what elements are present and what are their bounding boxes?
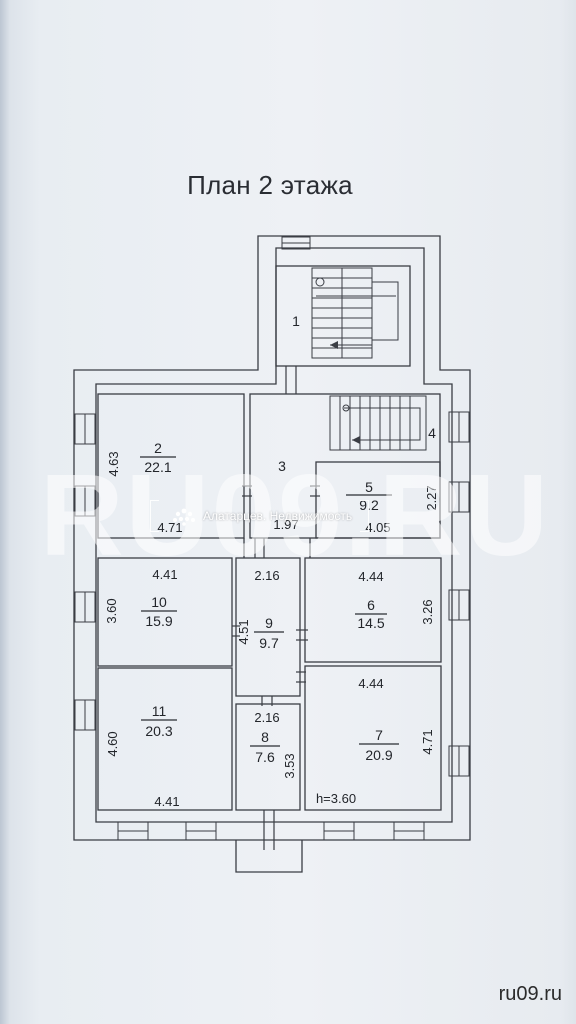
room-7-outline bbox=[304, 665, 442, 811]
dim-room2-width: 4.71 bbox=[157, 520, 182, 535]
dim-room6-width: 4.44 bbox=[358, 569, 383, 584]
room-3-number: 3 bbox=[278, 458, 286, 474]
dim-room8-height: 3.53 bbox=[282, 753, 297, 778]
room-7-number: 7 bbox=[375, 727, 383, 743]
stair-4 bbox=[329, 395, 427, 451]
dim-room5-width: 4.05 bbox=[365, 520, 390, 535]
room-11-number: 11 bbox=[152, 703, 167, 719]
watermark-large: RU09.RU bbox=[39, 450, 551, 580]
bracket-left bbox=[150, 500, 159, 532]
dim-room3-width: 1.97 bbox=[273, 517, 298, 532]
room-8-outline bbox=[235, 703, 301, 811]
room-6-outline bbox=[304, 557, 442, 663]
bracket-right bbox=[360, 500, 370, 532]
entrance-porch bbox=[235, 840, 303, 873]
dim-room5-height: 2.27 bbox=[424, 485, 439, 510]
room-2-outline bbox=[97, 393, 245, 539]
room-6-area: 14.5 bbox=[357, 615, 384, 631]
footer-site-link[interactable]: ru09.ru bbox=[498, 983, 562, 1005]
agency-logo-icon bbox=[173, 508, 195, 526]
room-9-area: 9.7 bbox=[259, 635, 279, 651]
room-9-outline bbox=[235, 557, 301, 697]
dim-room11-width: 4.41 bbox=[154, 794, 179, 809]
room-2-number: 2 bbox=[154, 440, 162, 456]
room-11-area: 20.3 bbox=[145, 723, 172, 739]
room-11-outline bbox=[97, 667, 233, 811]
stair-1 bbox=[311, 267, 399, 359]
dim-room11-height: 4.60 bbox=[105, 731, 120, 756]
room-8-number: 8 bbox=[261, 729, 269, 745]
dim-room7-width: 4.44 bbox=[358, 676, 383, 691]
room-5-number: 5 bbox=[365, 479, 373, 495]
dim-room9-height: 4.51 bbox=[236, 619, 251, 644]
dim-room10-width: 4.41 bbox=[152, 567, 177, 582]
room-10-outline bbox=[97, 557, 233, 667]
room-1-number: 1 bbox=[292, 313, 300, 329]
agency-name: Алатарцев. Недвижимость bbox=[203, 509, 353, 523]
room-7-area: 20.9 bbox=[365, 747, 392, 763]
room-9-number: 9 bbox=[265, 615, 273, 631]
room-6-number: 6 bbox=[367, 597, 375, 613]
plan-title: План 2 этажа bbox=[187, 170, 353, 200]
dim-room6-height: 3.26 bbox=[420, 599, 435, 624]
ceiling-height: h=3.60 bbox=[316, 791, 356, 806]
windows bbox=[74, 236, 470, 841]
watermark-agency: Алатарцев. Недвижимость bbox=[150, 500, 370, 532]
room-10-area: 15.9 bbox=[145, 613, 172, 629]
doors bbox=[232, 366, 320, 850]
dim-room10-height: 3.60 bbox=[104, 598, 119, 623]
dim-room8-width: 2.16 bbox=[254, 710, 279, 725]
room-5-outline bbox=[315, 461, 441, 539]
room-2-area: 22.1 bbox=[144, 459, 171, 475]
dim-room2-height: 4.63 bbox=[106, 451, 121, 476]
dim-room7-height: 4.71 bbox=[420, 729, 435, 754]
room-10-number: 10 bbox=[151, 594, 167, 610]
room-8-area: 7.6 bbox=[255, 749, 275, 765]
stair-tower bbox=[275, 265, 411, 367]
dim-corridor-width: 2.16 bbox=[254, 568, 279, 583]
room-4-number: 4 bbox=[428, 425, 436, 441]
